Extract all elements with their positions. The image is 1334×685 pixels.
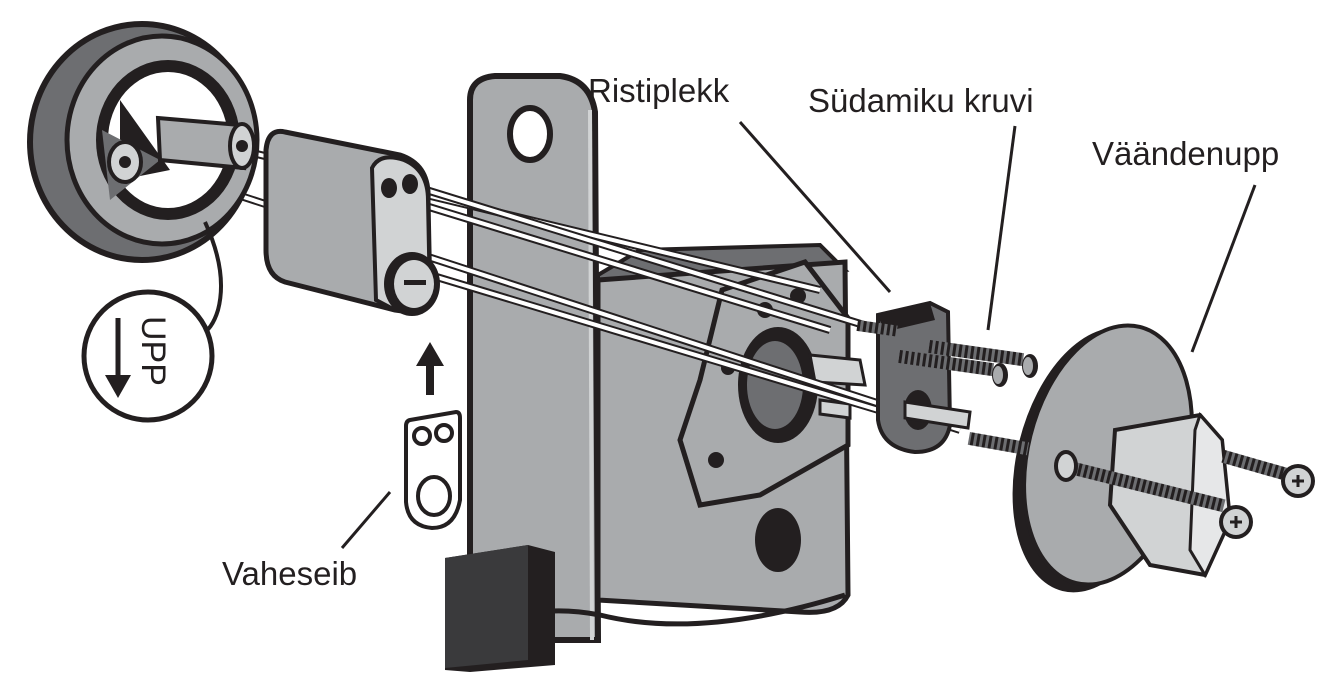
leader-ristiplekk [738, 121, 892, 293]
label-ristiplekk: Ristiplekk [588, 72, 730, 109]
spacer-washer [404, 409, 462, 531]
arrow-down-icon [105, 318, 131, 398]
lock-body [445, 73, 867, 672]
lock-cylinder [263, 128, 440, 316]
leader-vaheseib [340, 491, 392, 549]
leader-sudamiku-kruvi [986, 125, 1017, 331]
insert-arrow-icon [416, 342, 444, 395]
callout-leaders [340, 121, 1257, 549]
label-vaandenupp: Väändenupp [1092, 135, 1280, 172]
label-sudamiku-kruvi: Südamiku kruvi [808, 82, 1034, 119]
escutcheon-rose [27, 21, 260, 337]
housing-hole [755, 508, 801, 572]
cross-plate [876, 300, 972, 455]
leader-vaandenupp [1190, 184, 1257, 353]
faceplate-hole [507, 105, 553, 163]
core-screws [856, 320, 1038, 387]
orientation-badge: UPP [81, 289, 215, 423]
label-vaheseib: Vaheseib [222, 555, 358, 592]
turn-knob [967, 323, 1315, 593]
badge-text: UPP [134, 316, 172, 386]
